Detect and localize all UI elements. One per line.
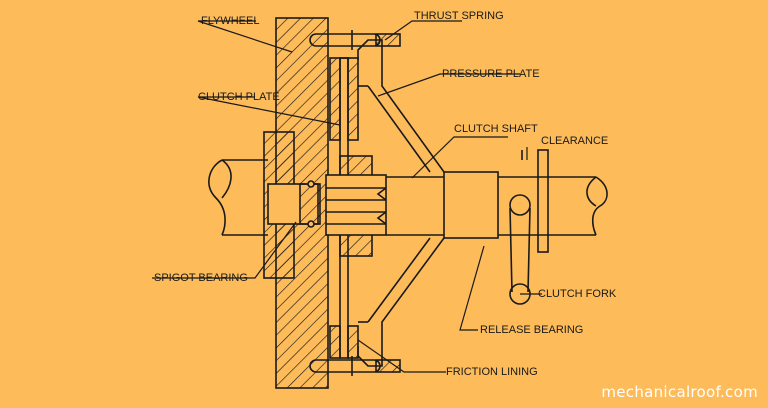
leader-lines xyxy=(152,20,542,373)
thrust-spring xyxy=(309,30,401,376)
label-clearance: CLEARANCE xyxy=(541,135,608,147)
label-clutch-fork: CLUTCH FORK xyxy=(538,288,617,300)
label-release-bearing: RELEASE BEARING xyxy=(480,324,583,336)
label-clutch-plate: CLUTCH PLATE xyxy=(198,91,280,103)
clutch-fork xyxy=(509,194,531,305)
release-bearing xyxy=(521,149,549,253)
spigot-boss xyxy=(263,131,321,279)
clutch-shaft xyxy=(386,171,608,239)
label-friction-lining: FRICTION LINING xyxy=(446,366,538,378)
pressure-plate xyxy=(357,39,445,367)
crankshaft xyxy=(208,159,268,236)
label-flywheel: FLYWHEEL xyxy=(201,15,259,27)
friction-lining xyxy=(329,57,359,359)
label-spigot-bearing: SPIGOT BEARING xyxy=(154,272,248,284)
label-pressure-plate: PRESSURE PLATE xyxy=(442,68,540,80)
clutch-hub xyxy=(325,155,387,257)
label-thrust-spring: THRUST SPRING xyxy=(414,10,504,22)
watermark: mechanicalroof.com xyxy=(601,383,758,401)
label-clutch-shaft: CLUTCH SHAFT xyxy=(454,123,538,135)
